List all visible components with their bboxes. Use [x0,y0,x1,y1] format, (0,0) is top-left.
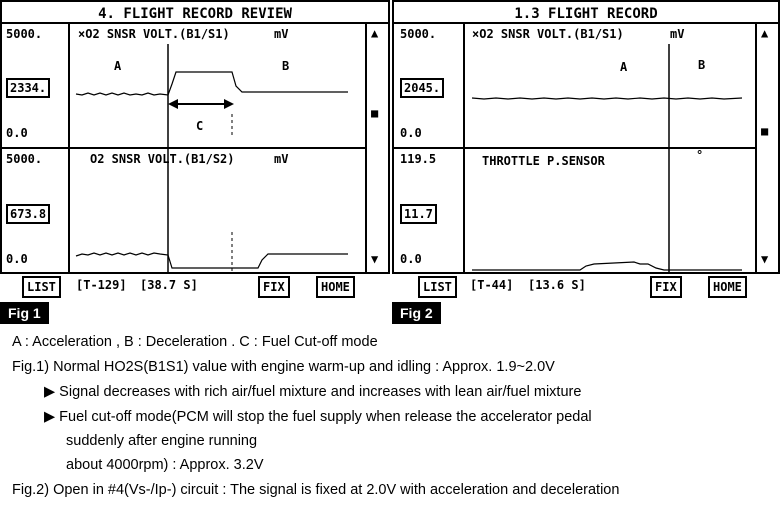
fig2-scroll-down-icon[interactable]: ▼ [761,252,769,266]
fig1-lower-waveform [75,252,348,269]
fig1-lower-unit: mV [274,152,289,166]
fig2-region-a: A [620,60,628,74]
fig1-upper-label: ×O2 SNSR VOLT.(B1/S1) [78,27,230,41]
note-fig2-open: Fig.2) Open in #4(Vs-/Ip-) circuit : The… [12,482,620,498]
fig1-scroll-thumb-icon[interactable]: ■ [371,106,379,120]
note-fuelcut-bullet: ▶ Fuel cut-off mode(PCM will stop the fu… [44,409,592,425]
fig1-region-a: A [114,59,122,73]
fig1-lower-min: 0.0 [6,252,28,266]
fig1-lower-value: 673.8 [6,204,51,224]
fig2-list-button[interactable]: LIST [418,276,457,298]
note-legend: A : Acceleration , B : Deceleration . C … [12,334,378,350]
fig2-upper-waveform [471,97,743,100]
fig2-fix-button[interactable]: FIX [650,276,682,298]
fig1-graph-area: 5000. 2334. 0.0 ×O2 SNSR VOLT.(B1/S1) mV… [0,24,390,274]
fig1-footer: LIST [T-129] [38.7 S] FIX HOME [0,274,390,298]
fig1-c-arrow-right-head [224,99,234,109]
fig1-list-button[interactable]: LIST [22,276,61,298]
fig2-upper-label: ×O2 SNSR VOLT.(B1/S1) [472,27,624,41]
note-fig1-normal: Fig.1) Normal HO2S(B1S1) value with engi… [12,359,555,375]
fig2-upper-min: 0.0 [400,126,422,140]
fig1-upper-waveform [75,71,348,96]
fig1-lower-max: 5000. [6,152,43,166]
fig2-record-code: [T-44] [470,278,514,292]
fig2-region-b: B [698,58,706,72]
fig1-fix-button[interactable]: FIX [258,276,290,298]
fig2-upper-value: 2045. [400,78,445,98]
fig2-footer: LIST [T-44] [13.6 S] FIX HOME [392,274,780,298]
fig1-upper-max: 5000. [6,27,43,41]
fig1-region-c: C [196,119,204,133]
fig2-upper-max: 5000. [400,27,437,41]
fig2-scroll-up-icon[interactable]: ▲ [761,26,769,40]
fig1-scroll-down-icon[interactable]: ▼ [371,252,379,266]
fig2-lower-mark: ° [696,148,704,162]
fig2-record-time: [13.6 S] [528,278,586,292]
note-fuelcut-cont1: suddenly after engine running [66,433,258,449]
fig1-title: 4. FLIGHT RECORD REVIEW [0,0,390,24]
note-fuelcut-cont2: about 4000rpm) : Approx. 3.2V [66,457,264,473]
fig1-region-b: B [282,59,290,73]
fig2-upper-unit: mV [670,27,685,41]
fig1-upper-min: 0.0 [6,126,28,140]
fig1-scan-panel: 4. FLIGHT RECORD REVIEW 5000. 2334. 0.0 … [0,0,390,300]
fig1-upper-value: 2334. [6,78,51,98]
fig1-tag: Fig 1 [0,302,49,324]
fig2-lower-label: THROTTLE P.SENSOR [482,154,605,168]
fig2-lower-min: 0.0 [400,252,422,266]
fig1-record-time: [38.7 S] [140,278,198,292]
fig1-record-code: [T-129] [76,278,127,292]
fig2-graph-area: 5000. 2045. 0.0 ×O2 SNSR VOLT.(B1/S1) mV… [392,24,780,274]
fig1-graph-svg [2,24,367,272]
fig2-scroll-thumb-icon[interactable]: ■ [761,124,769,138]
fig2-home-button[interactable]: HOME [708,276,747,298]
fig1-upper-unit: mV [274,27,289,41]
fig1-home-button[interactable]: HOME [316,276,355,298]
fig1-c-arrow-left-head [168,99,178,109]
fig2-lower-max: 119.5 [400,152,437,166]
fig1-scroll-up-icon[interactable]: ▲ [371,26,379,40]
fig1-lower-label: O2 SNSR VOLT.(B1/S2) [90,152,235,166]
note-signal-bullet: ▶ Signal decreases with rich air/fuel mi… [44,384,582,400]
fig2-scan-panel: 1.3 FLIGHT RECORD 5000. 2045. 0.0 ×O2 SN… [392,0,780,300]
fig2-lower-value: 11.7 [400,204,437,224]
fig2-graph-svg [394,24,757,272]
fig2-lower-waveform [472,261,742,271]
fig2-title: 1.3 FLIGHT RECORD [392,0,780,24]
fig2-tag: Fig 2 [392,302,441,324]
